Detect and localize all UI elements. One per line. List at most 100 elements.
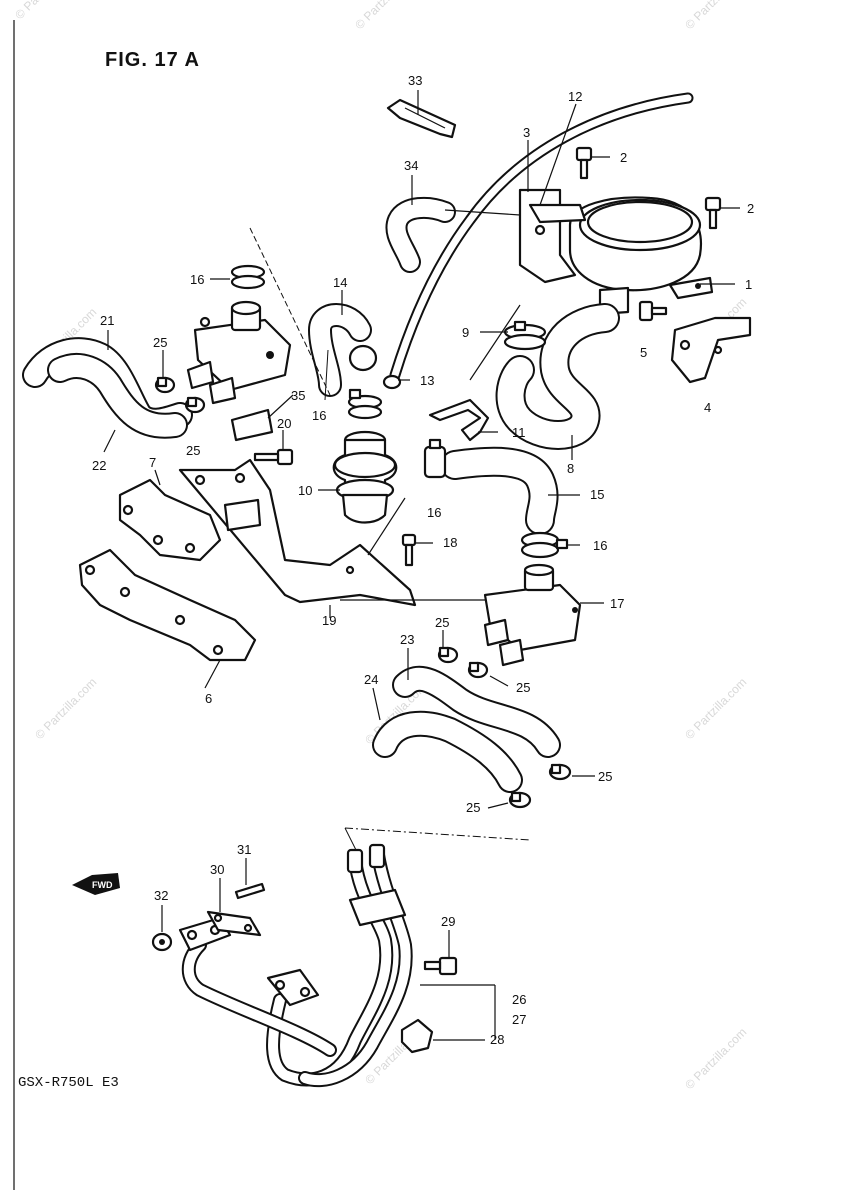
watermark: © Partzilla.com — [682, 1025, 749, 1092]
gasket-30 — [206, 910, 262, 937]
nut-32 — [151, 932, 173, 952]
hose-23 — [392, 665, 561, 758]
bolt-18 — [401, 533, 417, 567]
pipe-26-27 — [178, 843, 413, 1088]
callout-26: 26 — [512, 992, 526, 1007]
callout-3: 3 — [523, 125, 530, 140]
callout-33: 33 — [408, 73, 422, 88]
callout-25: 25 — [598, 769, 612, 784]
clamp-16c — [520, 531, 569, 559]
stud-31 — [234, 882, 266, 900]
hose-22 — [47, 353, 188, 439]
callout-22: 22 — [92, 458, 106, 473]
clamp-25f — [508, 791, 532, 809]
callout-25: 25 — [516, 680, 530, 695]
callout-2: 2 — [747, 201, 754, 216]
guide-line — [249, 227, 331, 396]
callout-23: 23 — [400, 632, 414, 647]
callout-34: 34 — [404, 158, 418, 173]
callout-25: 25 — [153, 335, 167, 350]
hose-14 — [308, 303, 372, 397]
bolt-29 — [423, 956, 458, 976]
callout-16: 16 — [190, 272, 204, 287]
callout-21: 21 — [100, 313, 114, 328]
callout-30: 30 — [210, 862, 224, 877]
figure-title: FIG. 17 A — [105, 49, 200, 71]
valve-10 — [332, 430, 398, 524]
callout-18: 18 — [443, 535, 457, 550]
bolt-2a — [575, 146, 593, 180]
callout-35: 35 — [291, 388, 305, 403]
clamp-25c — [437, 646, 459, 664]
bolt-20 — [253, 448, 294, 466]
hose-24 — [372, 710, 523, 793]
bracket-19 — [178, 458, 417, 607]
air-box-1 — [528, 196, 714, 316]
callout-14: 14 — [333, 275, 347, 290]
clamp-25e — [548, 763, 572, 781]
callout-12: 12 — [568, 89, 582, 104]
watermark: © Partzilla.com — [32, 675, 99, 742]
cap-28 — [400, 1018, 434, 1054]
callout-numbers: 1 2 2 3 4 5 6 7 8 9 10 11 12 13 14 15 16… — [92, 73, 754, 1047]
callout-1: 1 — [745, 277, 752, 292]
callout-8: 8 — [567, 461, 574, 476]
fwd-label: FWD — [92, 880, 113, 890]
guide-11 — [428, 398, 490, 442]
guide-line — [344, 827, 531, 841]
clamp-25a — [154, 376, 176, 394]
plate-35 — [230, 408, 274, 442]
clamp-9 — [503, 320, 547, 351]
bracket-7 — [118, 478, 222, 562]
callout-6: 6 — [205, 691, 212, 706]
elbow-34 — [385, 196, 521, 273]
clamp-25d — [467, 661, 489, 679]
callout-25: 25 — [466, 800, 480, 815]
bracket-6 — [78, 548, 257, 662]
callout-16: 16 — [427, 505, 441, 520]
reed-valve-upper — [186, 300, 292, 405]
guide-line — [324, 349, 329, 401]
bolt-2b — [704, 196, 722, 230]
clamp-16d — [347, 388, 383, 420]
callout-16: 16 — [312, 408, 326, 423]
callout-11: 11 — [512, 425, 526, 440]
model-code: GSX-R750L E3 — [18, 1075, 119, 1091]
callout-28: 28 — [490, 1032, 504, 1047]
callout-27: 27 — [512, 1012, 526, 1027]
callout-9: 9 — [462, 325, 469, 340]
hose-15 — [440, 446, 559, 535]
clamp-16a — [230, 264, 266, 290]
callout-32: 32 — [154, 888, 168, 903]
watermark: © Partzilla.com — [352, 0, 419, 32]
bracket-3 — [518, 188, 577, 284]
callout-24: 24 — [364, 672, 378, 687]
callout-25: 25 — [435, 615, 449, 630]
callout-10: 10 — [298, 483, 312, 498]
bracket-33 — [386, 98, 457, 139]
callout-16: 16 — [593, 538, 607, 553]
callout-4: 4 — [704, 400, 711, 415]
gasket-13 — [348, 344, 402, 390]
reed-valve-17 — [483, 563, 582, 667]
callout-5: 5 — [640, 345, 647, 360]
hose-12 — [389, 92, 694, 381]
callout-13: 13 — [420, 373, 434, 388]
callout-31: 31 — [237, 842, 251, 857]
callout-7: 7 — [149, 455, 156, 470]
callout-25: 25 — [186, 443, 200, 458]
watermark: © Partzilla.com — [682, 675, 749, 742]
callout-29: 29 — [441, 914, 455, 929]
watermark: © Partzilla.com — [12, 0, 79, 22]
clamp-16b — [423, 438, 447, 479]
callout-2: 2 — [620, 150, 627, 165]
callout-17: 17 — [610, 596, 624, 611]
callout-15: 15 — [590, 487, 604, 502]
hose-8 — [495, 303, 620, 450]
callout-20: 20 — [277, 416, 291, 431]
bracket-4 — [670, 316, 752, 384]
leader-lines — [103, 90, 740, 1041]
callout-19: 19 — [322, 613, 336, 628]
clamp-25b — [184, 396, 206, 414]
